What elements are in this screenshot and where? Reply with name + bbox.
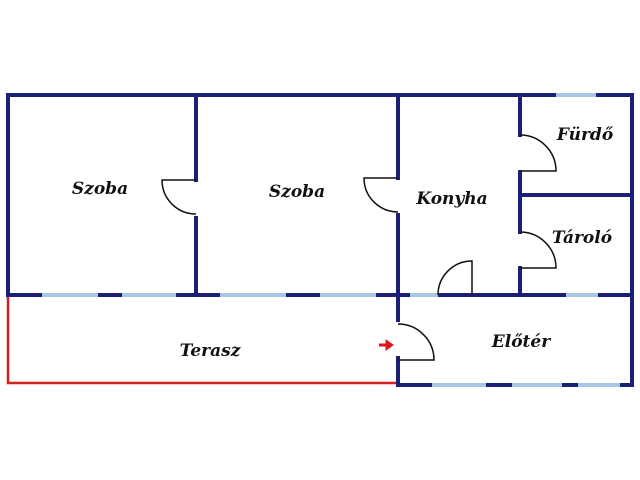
room-label-szoba-1: Szoba — [72, 179, 128, 199]
door-konyha-tarolo — [519, 231, 557, 269]
room-label-konyha: Konyha — [415, 189, 487, 209]
door-konyha-eloter — [437, 260, 473, 296]
room-label-terasz: Terasz — [180, 341, 241, 361]
room-label-szoba-2: Szoba — [269, 182, 325, 202]
door-konyha-furdo — [519, 134, 557, 172]
door-szoba2-konyha — [363, 177, 399, 213]
terrace-edge — [6, 297, 396, 385]
doors — [161, 134, 557, 361]
entrance-arrow-icon — [379, 339, 394, 351]
room-label-eloter: Előtér — [491, 332, 551, 352]
room-label-tarolo: Tároló — [552, 228, 612, 248]
room-label-furdo: Fürdő — [556, 125, 614, 145]
door-terasz-eloter — [397, 323, 435, 361]
windows — [42, 93, 620, 387]
door-szoba1-szoba2 — [161, 179, 197, 215]
